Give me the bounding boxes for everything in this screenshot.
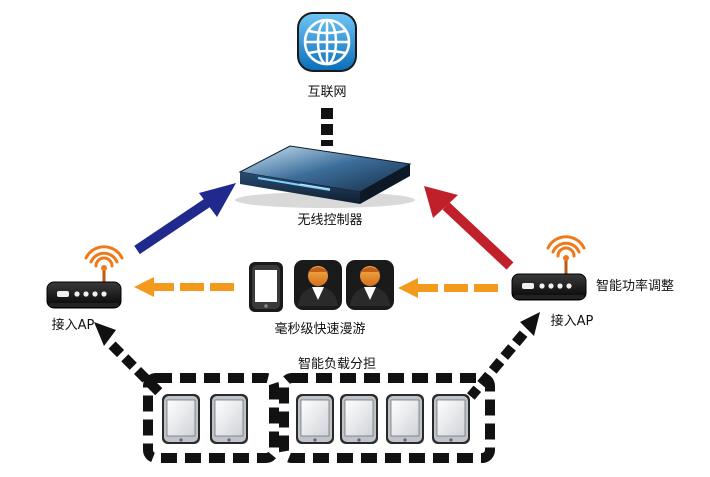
internet-label: 互联网 [307,85,346,100]
globe-icon [297,12,357,72]
tablet-icon [386,394,424,444]
tablet-icon [210,394,248,444]
left-uplink-arrow [134,183,236,255]
ap-right-label: 接入AP [551,313,594,329]
wifi-signal-icon [84,245,124,268]
controller-device-icon [235,145,415,208]
tablet-group-left [143,373,279,463]
smartphone-icon [249,262,283,312]
internet-controller-link [321,108,333,146]
tablet-icon [432,394,470,444]
tablet-icon [296,394,334,444]
power-adjust-label: 智能功率调整 [596,278,674,294]
tablet-row [162,394,470,444]
right-downlink-arrow [467,312,540,400]
roaming-arrow-left [134,277,234,297]
user-icon [294,260,342,310]
ap-left [46,245,124,309]
tablet-icon [162,394,200,444]
user-icon [346,260,394,310]
ap-right [511,235,587,301]
roaming-label: 毫秒级快速漫游 [274,321,365,337]
load-balance-label: 智能负载分担 [298,357,376,372]
controller-label: 无线控制器 [297,213,362,228]
ap-left-label: 接入AP [52,317,95,333]
tablet-icon [340,394,378,444]
right-uplink-arrow [424,186,514,270]
tablet-group-right [279,373,495,463]
wifi-signal-icon [546,235,586,258]
roaming-arrow-right [398,278,498,298]
